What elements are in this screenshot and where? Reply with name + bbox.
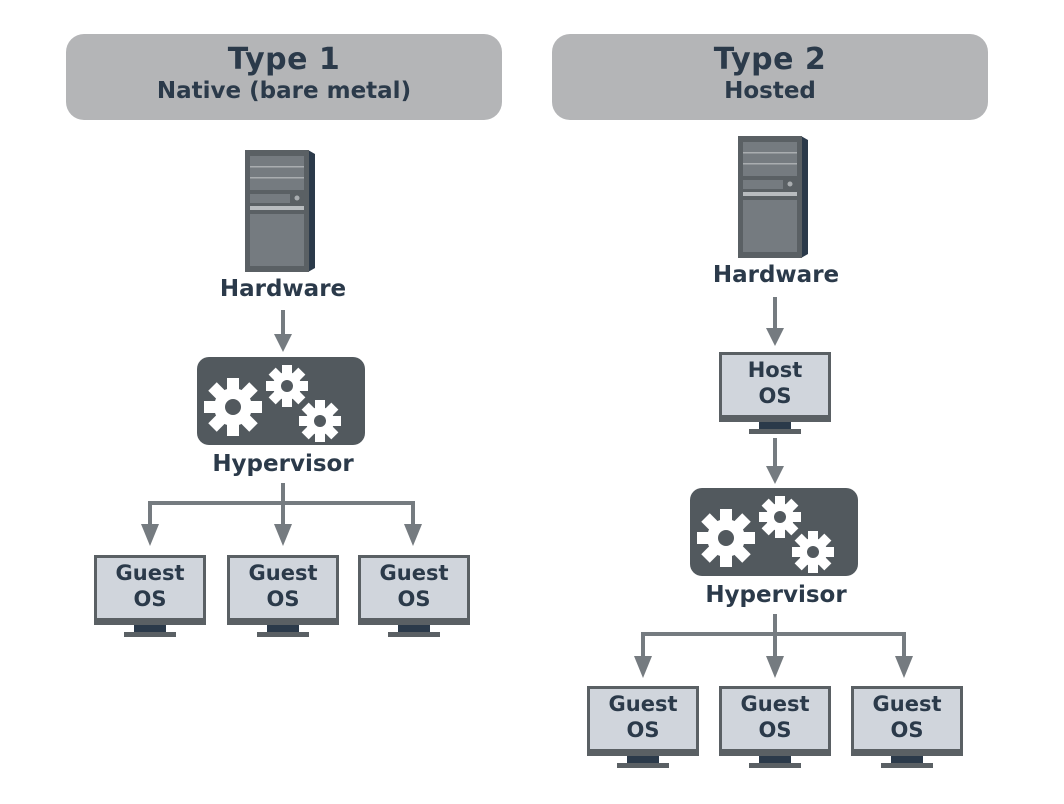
gears-icon (697, 496, 834, 573)
arrow-host-os-to-hypervisor (766, 438, 784, 484)
monitor-base (124, 632, 176, 637)
monitor-base (617, 763, 669, 768)
server-icon (738, 136, 808, 258)
monitor-stand-icon (134, 625, 166, 632)
arrow-hypervisor-to-guests-2 (634, 614, 913, 678)
monitor-stand-icon (891, 756, 923, 763)
type2-subtitle: Hosted (724, 78, 816, 104)
type1-hypervisor-box (197, 357, 365, 445)
monitor-stand-icon (627, 756, 659, 763)
type1-hypervisor-label: Hypervisor (212, 451, 354, 477)
gears-icon (204, 365, 341, 442)
type2-title: Type 2 (713, 42, 827, 77)
type2-hypervisor-label: Hypervisor (705, 582, 847, 608)
monitor-stand-icon (398, 625, 430, 632)
type2-header: Type 2 Hosted (552, 34, 988, 120)
type1-title: Type 1 (227, 42, 341, 77)
arrow-hypervisor-to-guests-1 (141, 483, 422, 546)
monitor-base (881, 763, 933, 768)
type2-hypervisor-box (690, 488, 858, 576)
monitor-base (257, 632, 309, 637)
monitor-base (749, 763, 801, 768)
type2-hardware-label: Hardware (712, 262, 840, 288)
type1-header: Type 1 Native (bare metal) (66, 34, 502, 120)
server-icon (245, 150, 315, 272)
arrow-hardware-to-hypervisor-1 (274, 310, 292, 352)
monitor-base (749, 429, 801, 434)
monitor-stand-icon (759, 422, 791, 429)
type1-hardware-label: Hardware (219, 276, 347, 302)
monitor-stand-icon (759, 756, 791, 763)
arrow-hardware-to-host-os (766, 297, 784, 346)
monitor-base (388, 632, 440, 637)
monitor-stand-icon (267, 625, 299, 632)
type1-subtitle: Native (bare metal) (156, 78, 412, 104)
